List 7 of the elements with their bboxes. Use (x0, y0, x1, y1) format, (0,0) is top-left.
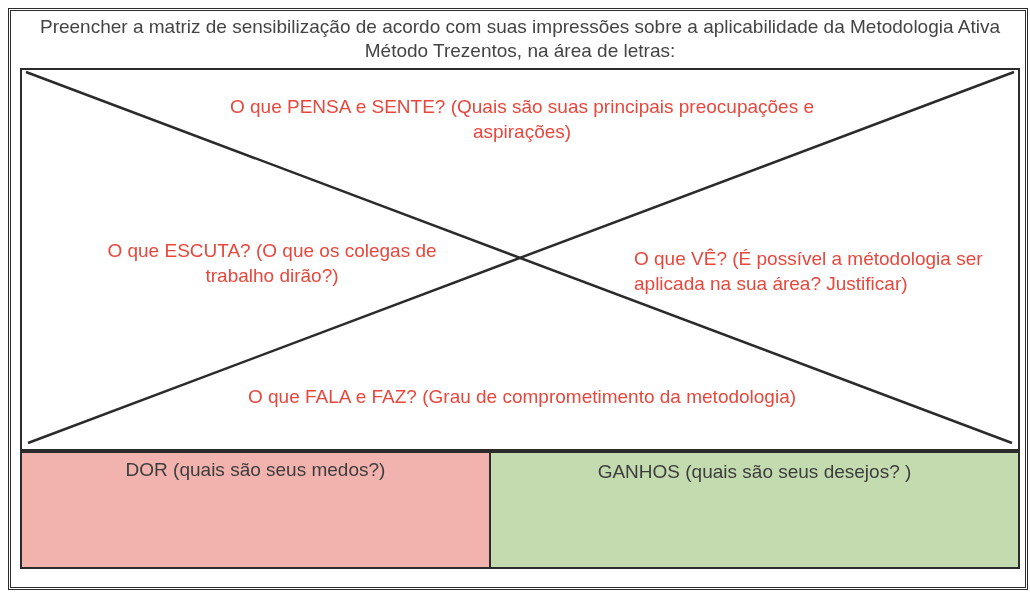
gains-box: GANHOS (quais são seus desejos? ) (489, 451, 1020, 569)
quadrant-text: O que VÊ? (É possível a métodologia ser aplicada na sua área? Justificar) (634, 246, 994, 296)
quadrant-text: O que FALA e FAZ? (Grau de comprometimento da metodologia) (172, 384, 872, 409)
pain-box: DOR (quais são seus medos?) (20, 451, 491, 569)
title: Preencher a matriz de sensibilização de acordo com suas impressões sobre a aplicabilidade da Metodologia Ativa Método Trezentos, na área de letras: (39, 15, 1001, 63)
quadrant-text: O que PENSA e SENTE? (Quais são suas principais preocupações e aspirações) (182, 94, 862, 144)
quadrant-text: O que ESCUTA? (O que os colegas de trabalho dirão?) (72, 238, 472, 288)
